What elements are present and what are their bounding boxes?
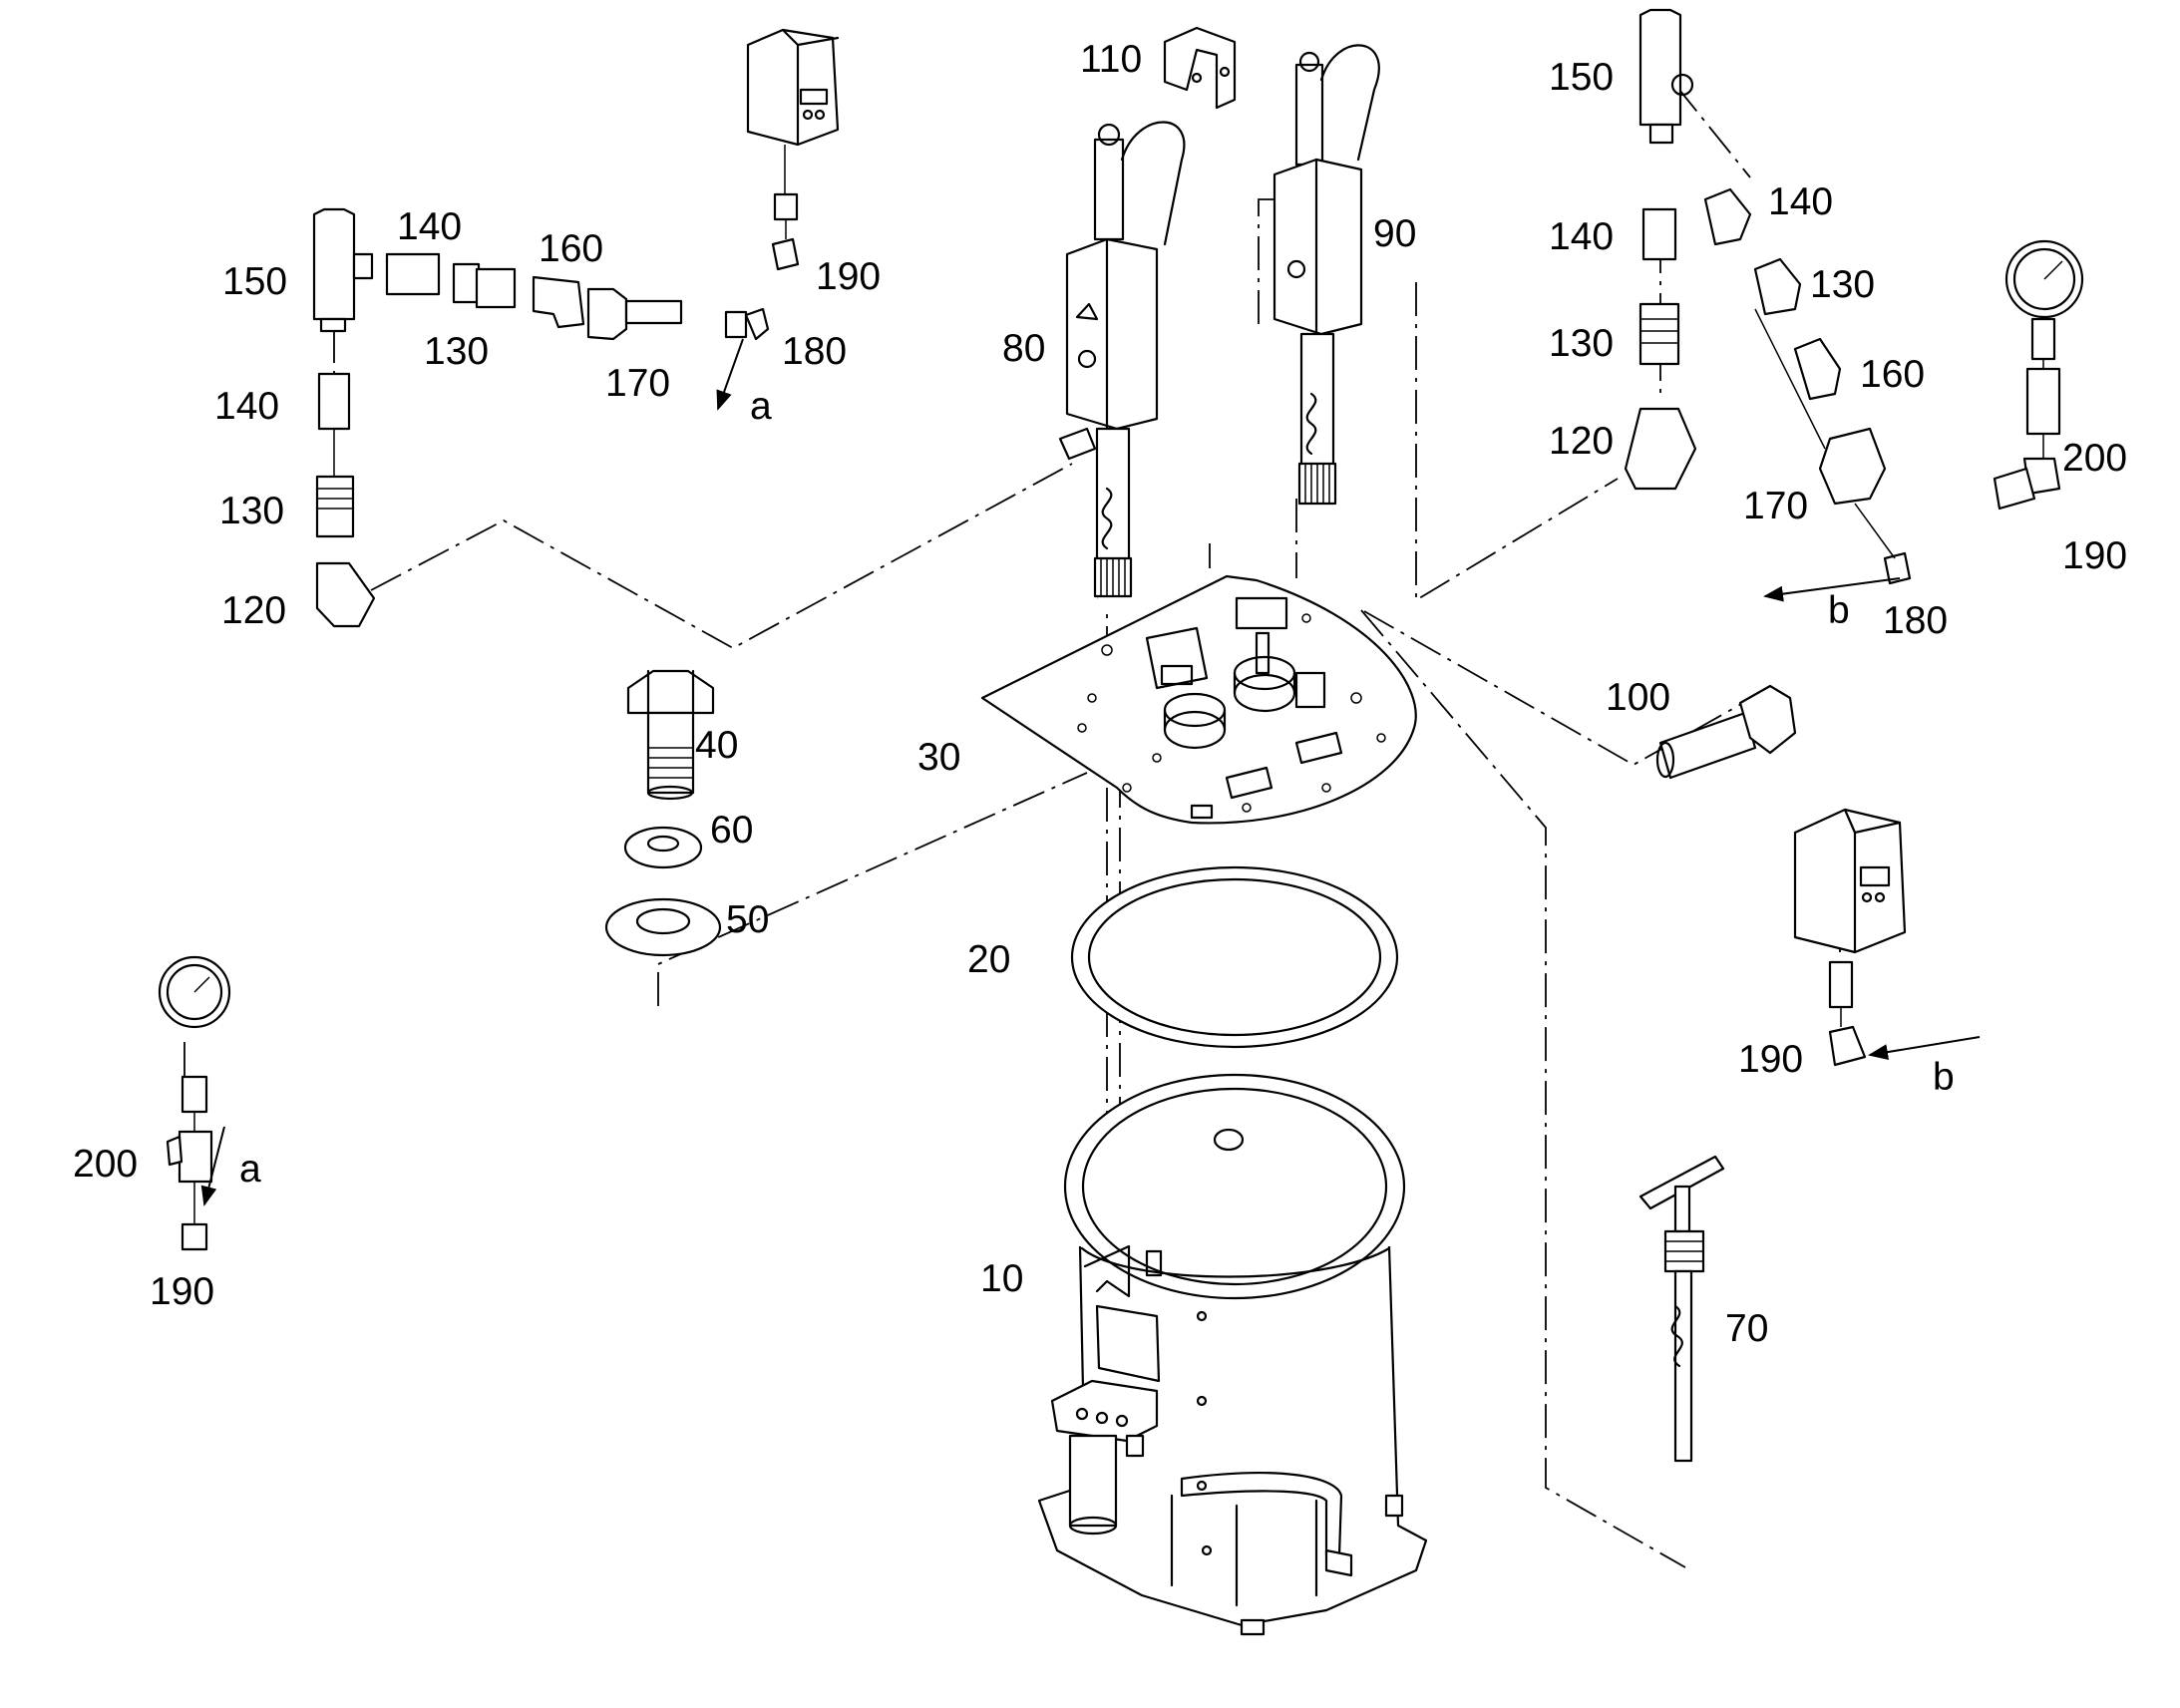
- label-200-left: 200: [73, 1143, 138, 1186]
- label-190-left-bottom: 190: [150, 1270, 214, 1313]
- washer-small: [623, 826, 703, 869]
- label-140-right: 140: [1768, 180, 1833, 223]
- pump-element-left: [1058, 121, 1186, 598]
- label-100: 100: [1606, 676, 1670, 719]
- label-b-top: b: [1828, 589, 1850, 632]
- label-120-right: 120: [1549, 420, 1614, 463]
- label-190-right-top: 190: [2062, 534, 2127, 577]
- label-150-right: 150: [1549, 56, 1614, 99]
- label-150-left: 150: [222, 260, 287, 303]
- label-b-mid: b: [1933, 1056, 1955, 1099]
- label-40: 40: [695, 724, 738, 767]
- pump-element-right: [1272, 44, 1380, 506]
- label-130-right-left: 130: [1549, 322, 1614, 365]
- label-170-left: 170: [605, 362, 670, 405]
- part-number-labels: 10 20 30 40 50 60 70 80 90 100 110 150 1…: [73, 38, 2127, 1350]
- assembly-leader-lines: [183, 84, 1841, 1568]
- gasket-ring: [1070, 865, 1399, 1049]
- pressure-gauge-bottom-left: [158, 955, 231, 1251]
- label-120-left: 120: [221, 589, 286, 632]
- label-180-right: 180: [1883, 599, 1948, 642]
- label-130-left-mid: 130: [219, 490, 284, 532]
- label-110: 110: [1080, 38, 1142, 81]
- pressure-switch-top-left: [746, 28, 840, 271]
- label-30: 30: [917, 736, 960, 779]
- label-160-left: 160: [539, 227, 603, 270]
- flow-arrows: [200, 338, 1981, 1206]
- label-190-right-mid: 190: [1738, 1038, 1803, 1081]
- label-a-bottom: a: [239, 1148, 261, 1191]
- label-180-left: 180: [782, 330, 847, 373]
- label-170-right: 170: [1743, 485, 1808, 527]
- label-50: 50: [726, 898, 769, 941]
- label-160-right: 160: [1860, 353, 1925, 396]
- label-10: 10: [980, 1257, 1023, 1300]
- reservoir-tank: [1037, 1073, 1428, 1636]
- label-130-left-top: 130: [424, 330, 489, 373]
- label-60: 60: [710, 809, 753, 852]
- pipe-assembly-left: [312, 207, 770, 628]
- label-a-top: a: [750, 385, 772, 428]
- label-70: 70: [1725, 1307, 1768, 1350]
- label-90: 90: [1373, 212, 1416, 255]
- dipstick: [1638, 1155, 1725, 1463]
- bracket: [1163, 26, 1237, 110]
- label-140-left-top: 140: [397, 205, 462, 248]
- pipe-assembly-right: [1624, 8, 1912, 585]
- label-190-left-top: 190: [816, 255, 881, 298]
- washer-large: [604, 897, 722, 957]
- pressure-switch-mid-right: [1793, 808, 1907, 1067]
- hex-bolt: [626, 669, 715, 801]
- label-20: 20: [967, 938, 1010, 981]
- pressure-gauge-top-right: [1993, 239, 2084, 511]
- label-140-left-mid: 140: [214, 385, 279, 428]
- label-80: 80: [1002, 327, 1045, 370]
- label-140-right-left: 140: [1549, 215, 1614, 258]
- label-200-right: 200: [2062, 437, 2127, 480]
- label-130-right: 130: [1810, 263, 1875, 306]
- hex-bolt-horizontal: [1655, 684, 1797, 780]
- cover-plate: [980, 574, 1417, 825]
